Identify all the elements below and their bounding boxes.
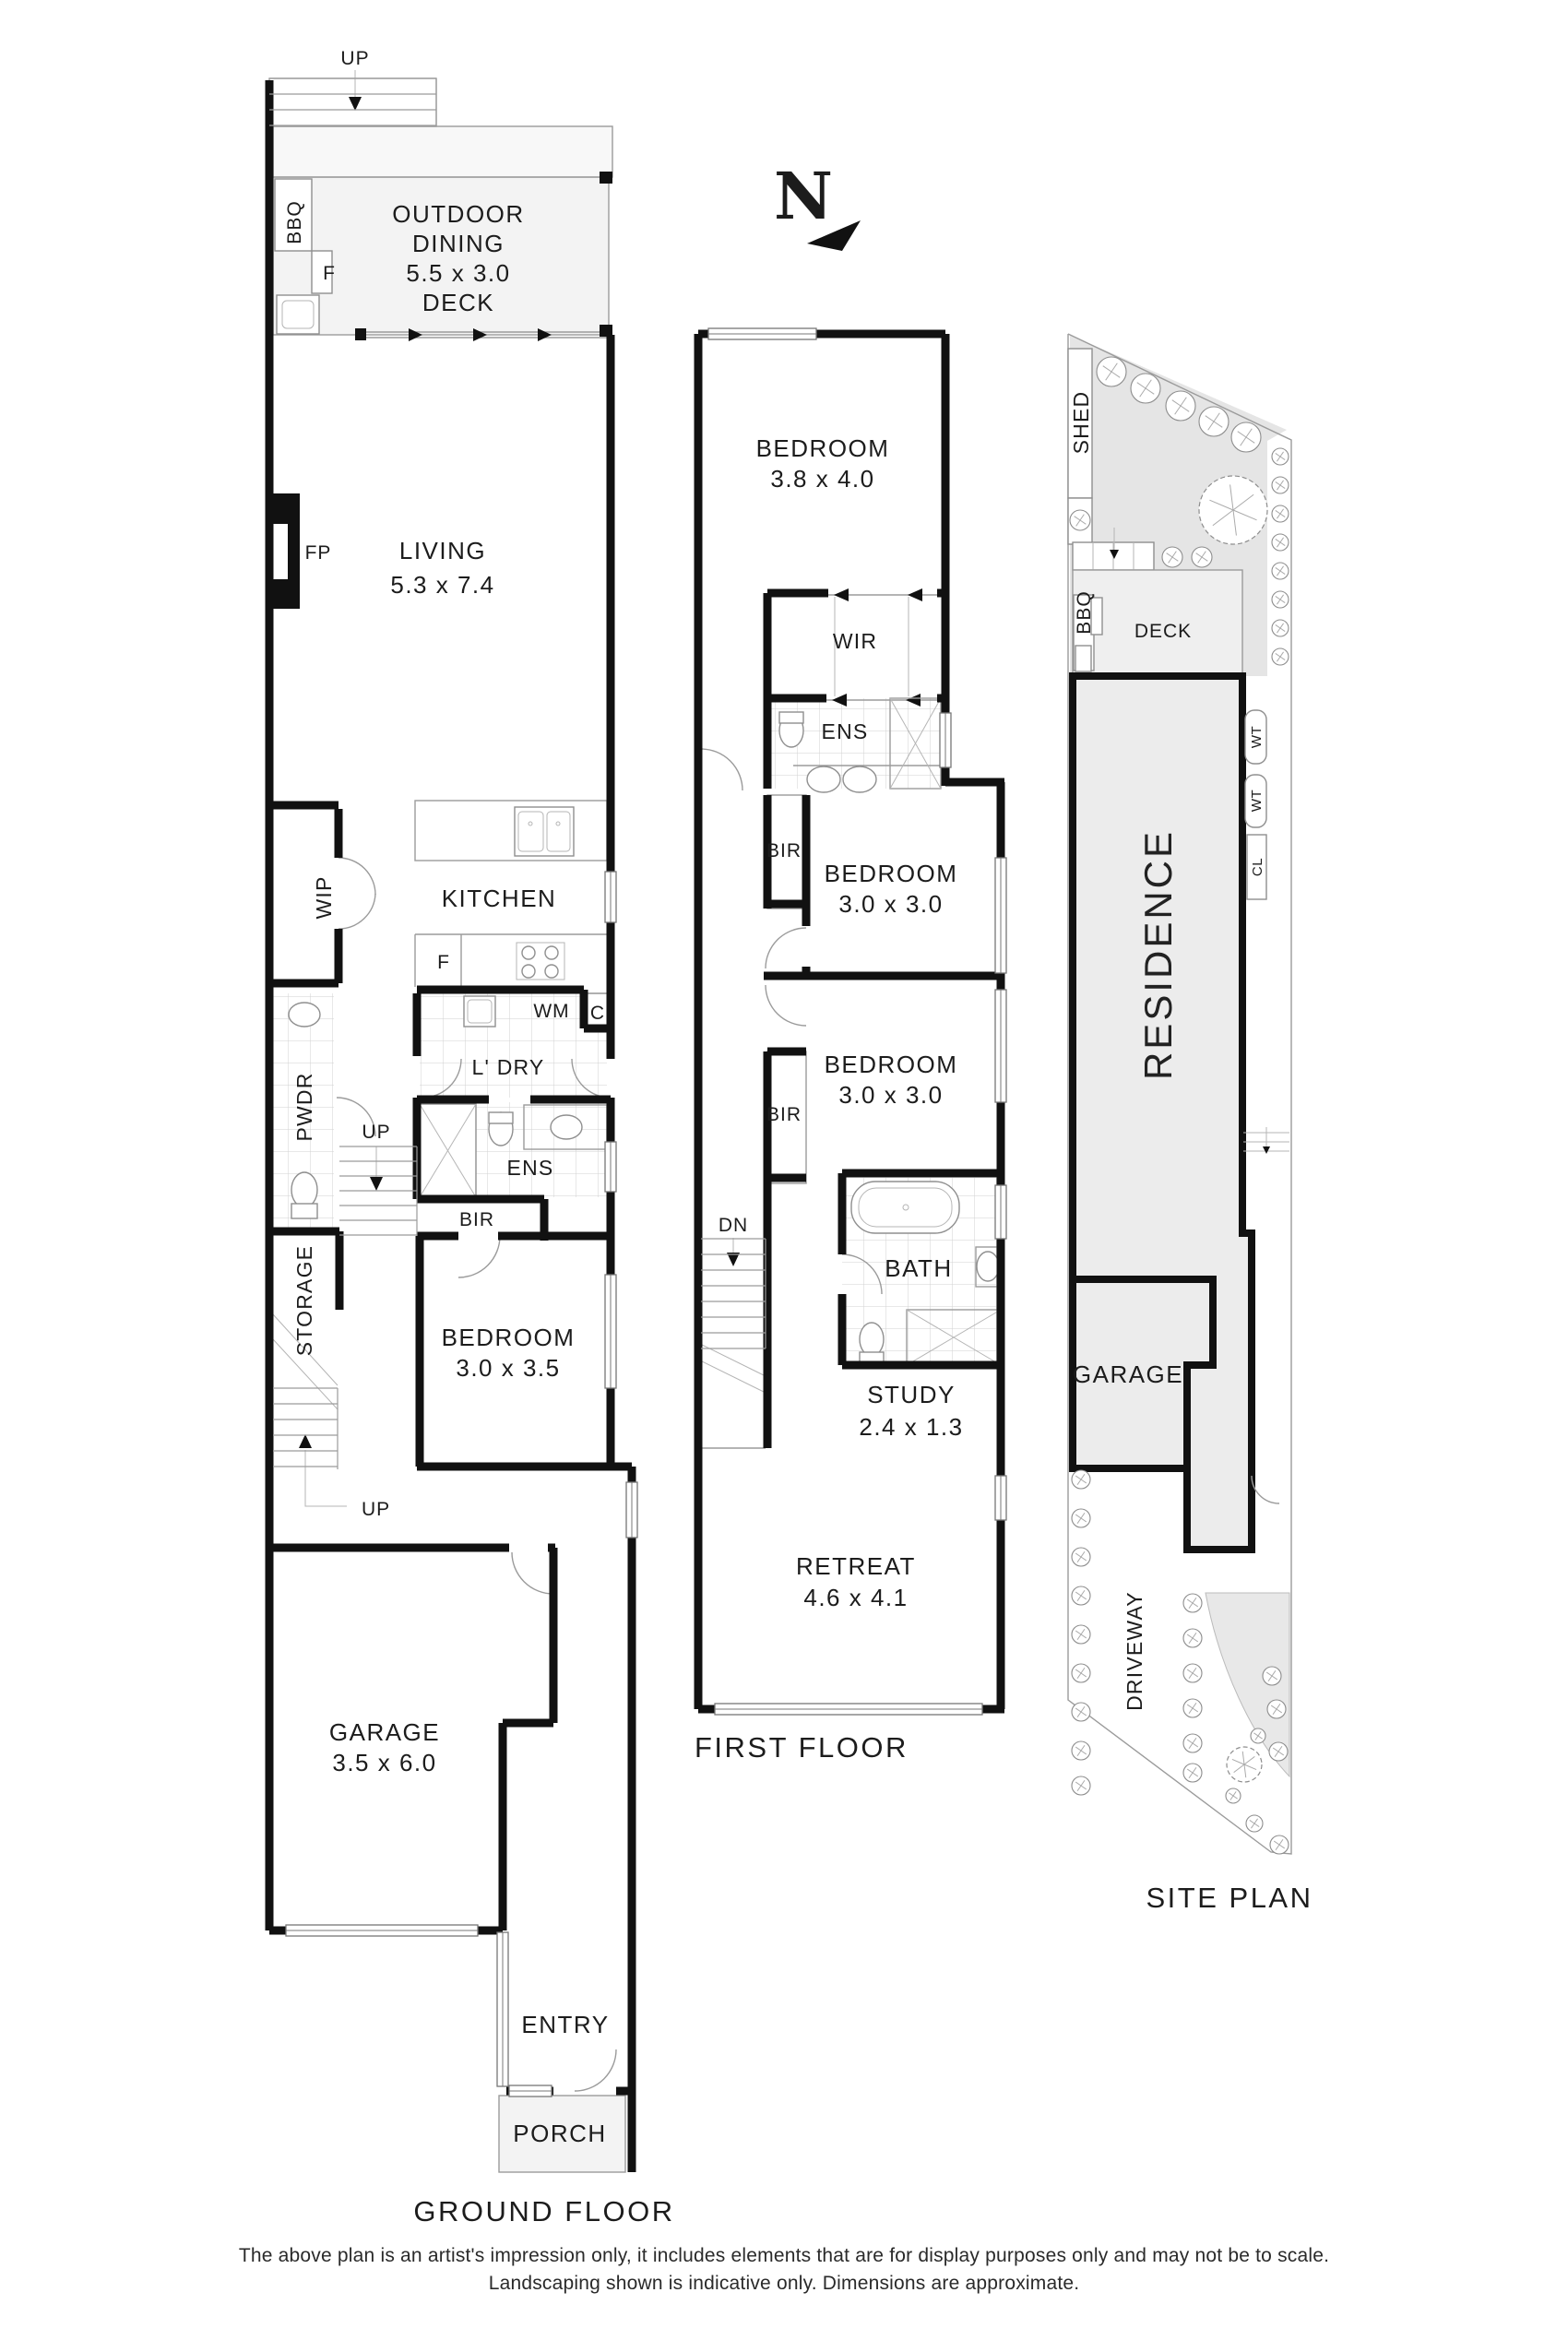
laundry-label: L' DRY bbox=[472, 1055, 545, 1079]
pwdr-label: PWDR bbox=[292, 1072, 316, 1141]
study-dims: 2.4 x 1.3 bbox=[859, 1413, 963, 1441]
bbq-site-label: BBQ bbox=[1074, 590, 1095, 634]
windows bbox=[285, 327, 1007, 2097]
bedroom-ground-dims: 3.0 x 3.5 bbox=[456, 1354, 560, 1382]
residence-label: RESIDENCE bbox=[1136, 829, 1180, 1080]
deck-label: DECK bbox=[422, 289, 494, 316]
ens-ground-label: ENS bbox=[507, 1156, 554, 1180]
fireplace-label: FP bbox=[305, 542, 332, 564]
wt1-label: WT bbox=[1249, 726, 1265, 748]
ens-first-label: ENS bbox=[822, 719, 869, 743]
site-plan-title: SITE PLAN bbox=[1146, 1882, 1313, 1914]
bir2-label: BIR bbox=[766, 1104, 802, 1125]
living-label: LIVING bbox=[399, 537, 486, 564]
first-floor-labels: BEDROOM 3.8 x 4.0 WIR ENS BIR BEDROOM 3.… bbox=[695, 434, 963, 1764]
porch-label: PORCH bbox=[513, 2120, 606, 2147]
deck-site-label: DECK bbox=[1134, 621, 1192, 642]
wm-label: WM bbox=[533, 1001, 569, 1022]
outdoor-dining-label2: DINING bbox=[412, 230, 505, 257]
bedroom-ground-label: BEDROOM bbox=[442, 1324, 576, 1351]
dn-label: DN bbox=[719, 1215, 748, 1236]
stairs-low-label: UP bbox=[362, 1499, 390, 1520]
stair-treads bbox=[269, 77, 766, 1469]
wir-label: WIR bbox=[833, 629, 877, 653]
cupboard-label: C bbox=[590, 1003, 605, 1024]
bedroom1-dims: 3.8 x 4.0 bbox=[770, 465, 874, 493]
bir-ground-label: BIR bbox=[459, 1209, 494, 1230]
disclaimer: The above plan is an artist's impression… bbox=[239, 2245, 1329, 2294]
north-needle-icon bbox=[807, 220, 861, 251]
north-label: N bbox=[774, 158, 833, 234]
cl-label: CL bbox=[1250, 858, 1265, 876]
living-dims: 5.3 x 7.4 bbox=[390, 571, 494, 599]
site-plan bbox=[1067, 333, 1292, 1855]
garage-dims: 3.5 x 6.0 bbox=[332, 1749, 436, 1776]
north-arrow: N bbox=[774, 158, 861, 251]
outdoor-dining-label: OUTDOOR bbox=[392, 200, 524, 228]
wt2-label: WT bbox=[1249, 790, 1265, 812]
garage-site-label: GARAGE bbox=[1073, 1360, 1183, 1388]
disclaimer-line2: Landscaping shown is indicative only. Di… bbox=[489, 2273, 1080, 2294]
bedroom3-dims: 3.0 x 3.0 bbox=[838, 1081, 943, 1109]
bir1-label: BIR bbox=[766, 840, 802, 861]
ground-floor-plan bbox=[265, 70, 636, 2173]
driveway-label: DRIVEWAY bbox=[1123, 1591, 1146, 1711]
first-floor-title: FIRST FLOOR bbox=[695, 1731, 909, 1764]
bbq-label: BBQ bbox=[284, 200, 305, 244]
deck-fridge-label: F bbox=[323, 263, 336, 284]
stairs-up-label: UP bbox=[340, 48, 369, 69]
entry-label: ENTRY bbox=[521, 2011, 609, 2038]
retreat-label: RETREAT bbox=[796, 1552, 916, 1580]
retreat-dims: 4.6 x 4.1 bbox=[803, 1584, 908, 1611]
wip-label: WIP bbox=[312, 875, 336, 919]
bedroom2-dims: 3.0 x 3.0 bbox=[838, 890, 943, 918]
first-floor-plan bbox=[694, 329, 1005, 1714]
bedroom3-label: BEDROOM bbox=[825, 1051, 958, 1078]
kitchen-fridge-label: F bbox=[437, 952, 450, 973]
landscaping-trees bbox=[1069, 356, 1289, 1855]
site-plan-labels: SHED BBQ DECK RESIDENCE WT WT CL GARAGE … bbox=[1069, 391, 1313, 1914]
shed-label: SHED bbox=[1069, 391, 1093, 455]
ground-floor-title: GROUND FLOOR bbox=[413, 2195, 674, 2227]
bedroom1-label: BEDROOM bbox=[756, 434, 890, 462]
bedroom2-label: BEDROOM bbox=[825, 860, 958, 887]
garage-label: GARAGE bbox=[329, 1718, 440, 1746]
storage-label: STORAGE bbox=[292, 1245, 316, 1356]
outdoor-dining-dims: 5.5 x 3.0 bbox=[406, 259, 510, 287]
study-label: STUDY bbox=[867, 1381, 956, 1408]
bath-label: BATH bbox=[885, 1254, 952, 1282]
kitchen-label: KITCHEN bbox=[442, 885, 557, 912]
disclaimer-line1: The above plan is an artist's impression… bbox=[239, 2245, 1329, 2266]
ground-floor-labels: UP BBQ OUTDOOR DINING 5.5 x 3.0 DECK F L… bbox=[284, 48, 674, 2227]
stairs-mid-label: UP bbox=[362, 1122, 390, 1143]
